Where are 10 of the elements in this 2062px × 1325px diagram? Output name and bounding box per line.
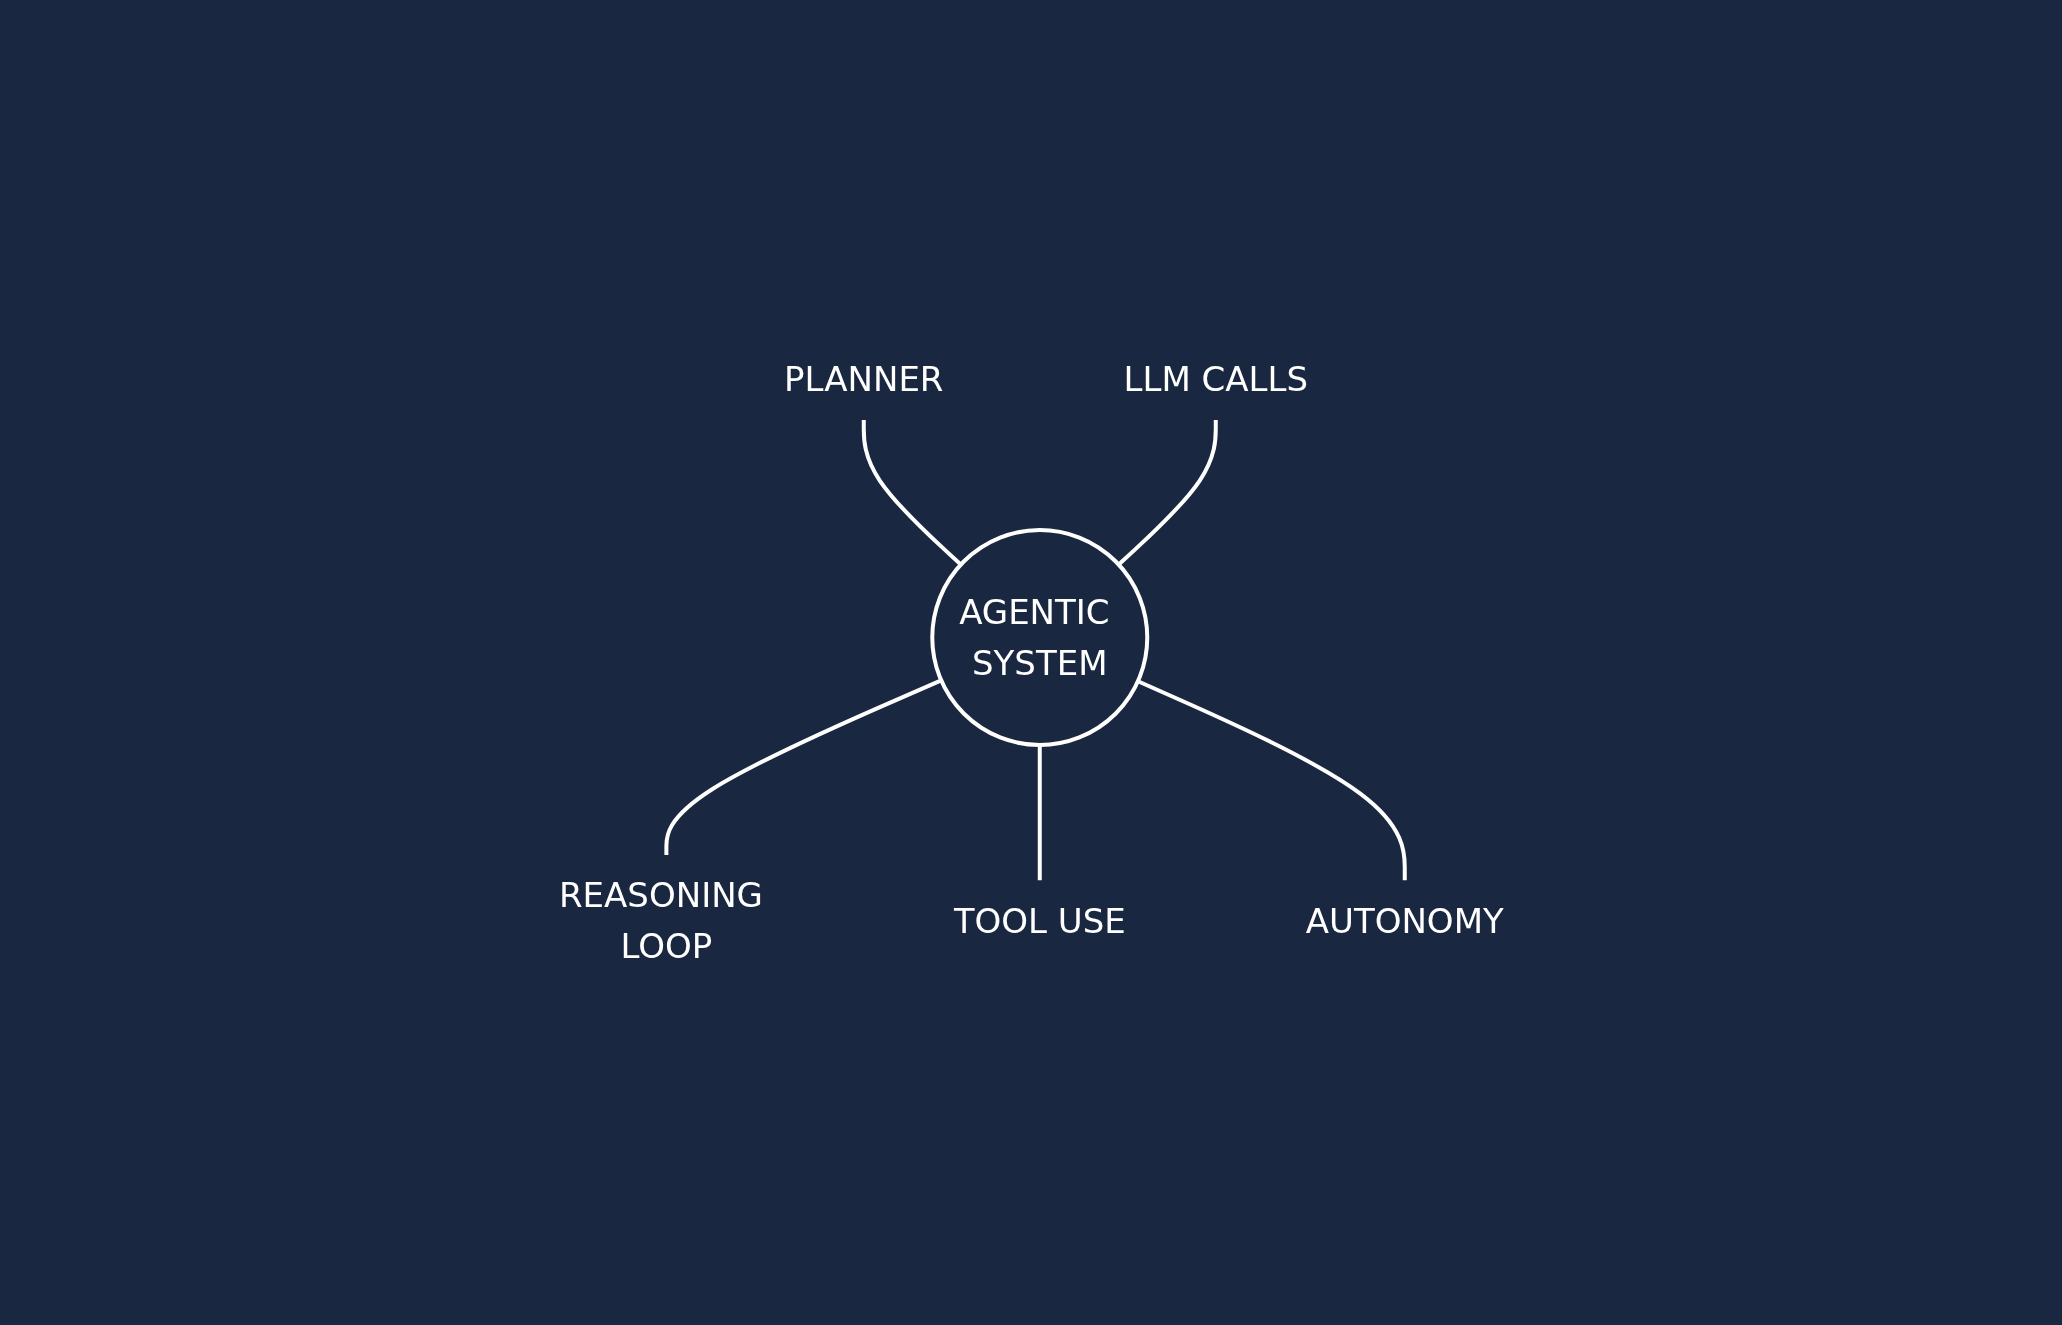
- connector: [1117, 419, 1218, 566]
- node-circle: AGENTIC SYSTEM: [929, 527, 1149, 747]
- node-text: REASONING LOOP: [558, 874, 763, 966]
- node-text: LLM CALLS: [1123, 358, 1308, 399]
- node-text: AUTONOMY: [1305, 900, 1504, 940]
- connector: [1136, 678, 1407, 880]
- connector: [1037, 744, 1042, 880]
- node-text: TOOL USE: [953, 900, 1126, 940]
- node-text: PLANNER: [783, 358, 944, 399]
- connector: [861, 419, 962, 566]
